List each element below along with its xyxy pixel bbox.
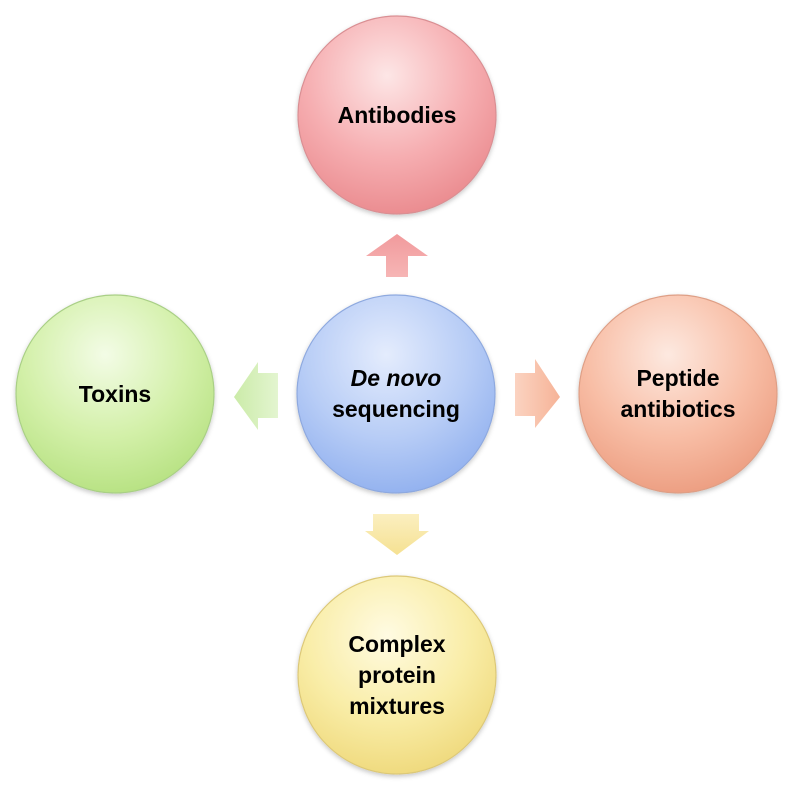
center-label-line2: sequencing — [332, 396, 460, 422]
center-label-line1: De novo — [350, 365, 442, 391]
arrow-up-icon — [366, 234, 428, 277]
node-peptide-antibiotics-line1: Peptide — [636, 365, 720, 391]
arrow-right-icon — [515, 359, 560, 428]
node-antibodies-circle — [297, 15, 497, 215]
node-antibodies-text: Antibodies — [337, 101, 457, 128]
node-complex-protein-mixtures-line1: Complex — [348, 630, 446, 657]
node-peptide-antibiotics-circle — [578, 294, 778, 494]
arrow-down-icon — [365, 514, 429, 555]
node-complex-protein-mixtures-label: Complex protein mixtures — [298, 576, 496, 774]
center-label: De novo sequencing — [297, 295, 495, 493]
node-peptide-antibiotics-label: Peptide antibiotics — [579, 295, 777, 493]
node-toxins-text: Toxins — [78, 380, 152, 407]
node-complex-protein-mixtures-circle — [297, 575, 497, 775]
node-toxins-circle — [15, 294, 215, 494]
arrow-left-icon — [234, 362, 278, 430]
node-toxins-label: Toxins — [16, 295, 214, 493]
node-antibodies-label: Antibodies — [298, 16, 496, 214]
node-complex-protein-mixtures-line2: protein — [358, 661, 436, 688]
node-complex-protein-mixtures-line3: mixtures — [349, 692, 445, 719]
center-circle — [296, 294, 496, 494]
node-peptide-antibiotics-line2: antibiotics — [620, 396, 736, 422]
